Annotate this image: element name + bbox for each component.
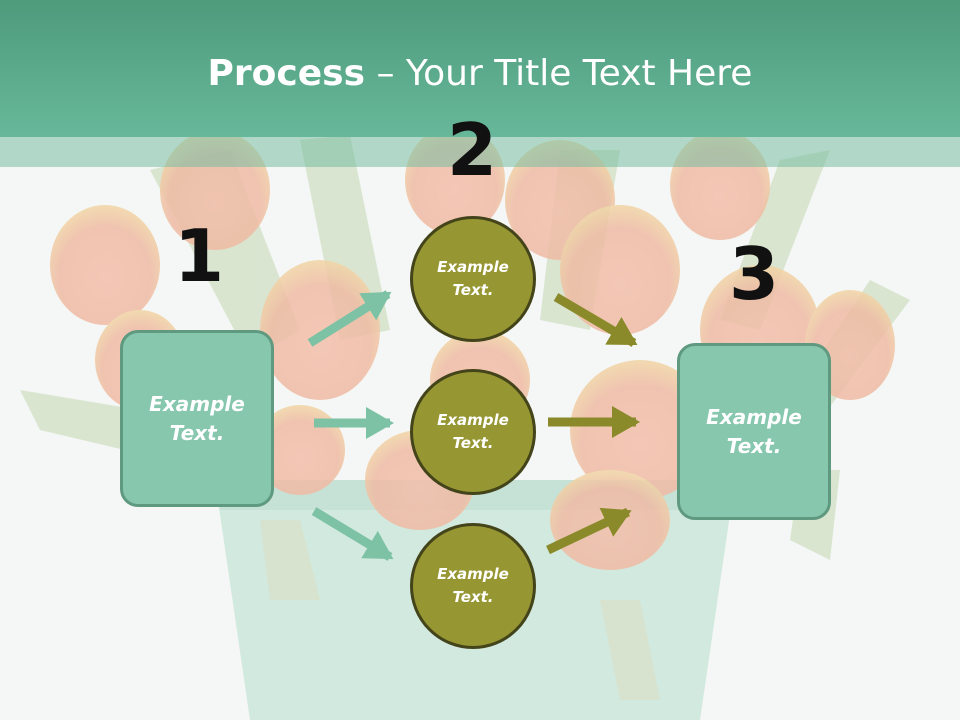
arrow-from-circle-bottom: [546, 507, 632, 555]
step-number-1: 1: [173, 214, 225, 298]
slide-title: Process – Your Title Text Here: [0, 52, 960, 96]
step-3-box: Example Text.: [677, 343, 831, 520]
circle-top-text: Example Text.: [437, 258, 509, 299]
step-number-2: 2: [446, 108, 498, 192]
arrow-to-circle-top: [307, 290, 392, 347]
arrow-to-circle-bottom: [311, 507, 394, 561]
step-number-3: 3: [728, 232, 780, 316]
step-3-text: Example Text.: [706, 404, 802, 458]
title-rest-part: – Your Title Text Here: [365, 53, 753, 94]
circle-bottom-text: Example Text.: [437, 565, 509, 606]
step-2-circle-middle: Example Text.: [410, 369, 536, 495]
step-1-text: Example Text.: [149, 391, 245, 445]
title-accent-strip: [0, 137, 960, 167]
circle-middle-text: Example Text.: [437, 411, 509, 452]
title-bold-part: Process: [207, 53, 366, 94]
step-2-circle-bottom: Example Text.: [410, 523, 536, 649]
step-1-box: Example Text.: [120, 330, 274, 507]
title-bar: [0, 0, 960, 137]
step-2-circle-top: Example Text.: [410, 216, 536, 342]
arrow-from-circle-top: [553, 293, 638, 347]
